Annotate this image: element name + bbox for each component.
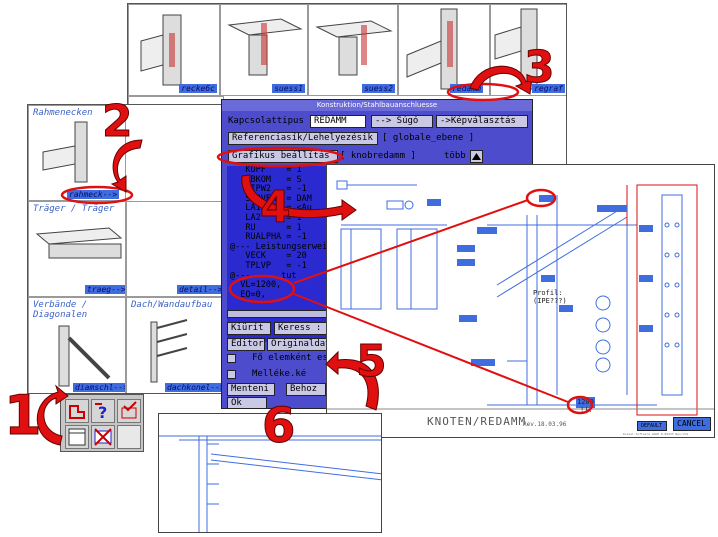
category-title: Rahmenecken (33, 108, 93, 118)
traeg-label[interactable]: traeg--> (85, 285, 126, 294)
category-thumbnail (42, 121, 88, 183)
frame-corner-icon (69, 405, 85, 419)
melleke-label: Melléke.ké (252, 369, 307, 379)
detail-label[interactable]: detail--> (177, 285, 223, 294)
check-tool[interactable] (117, 399, 141, 423)
keress-button[interactable]: Keress : (274, 322, 328, 335)
kapcsolattipus-field[interactable]: REDAMM (310, 115, 366, 128)
gallery-cell-redamm[interactable]: redamm (398, 4, 490, 96)
help-question-icon: ? (95, 403, 107, 422)
kepvalasztas-button[interactable]: ->Képválasztás (436, 115, 528, 128)
scroll-up-button[interactable] (470, 150, 483, 163)
category-thumbnail (150, 319, 188, 383)
delete-x-icon (94, 428, 112, 446)
knoten-drawing-window: Profil: (IPE???) 1200 !!! KNOTEN/REDAMM … (326, 164, 715, 438)
connection-thumbnail (315, 20, 393, 76)
category-cell-detail[interactable]: detail--> (126, 201, 223, 297)
svg-text:?: ? (98, 403, 107, 422)
category-thumbnail (35, 227, 123, 259)
sugo-button[interactable]: --> Súgó (371, 115, 433, 128)
category-cell-verbaende[interactable]: Verbände / Diagonalen diamschl--> (28, 297, 126, 393)
category-cell-traeger[interactable]: Träger / Träger traeg--> (28, 201, 126, 297)
triangle-up-icon (472, 153, 481, 160)
tobb-label: több (444, 151, 466, 161)
connection-thumbnail (227, 18, 303, 76)
callout-1: 1 (4, 384, 43, 447)
ok-button[interactable]: Ok (227, 397, 267, 408)
drawing-footer-rev: Rev.18.03.96 (523, 421, 567, 428)
toolbox-palette: ? (60, 394, 144, 452)
window-tool[interactable] (65, 425, 89, 449)
connection-thumbnail (406, 8, 458, 90)
delete-tool[interactable] (91, 425, 115, 449)
result-drawing (159, 435, 381, 532)
rahmeck-label[interactable]: rahmeck--> (67, 190, 120, 199)
empty-tool-slot (117, 425, 141, 449)
callout-3: 3 (524, 42, 556, 93)
gallery-cell-suess2[interactable]: suess2 (308, 4, 398, 96)
code-line: KOPF = 1 (230, 166, 302, 175)
frame-corner-tool[interactable] (65, 399, 89, 423)
cell-label: redamm (450, 84, 483, 93)
callout-5: 5 (356, 336, 388, 387)
gallery-cell-recke6c[interactable]: recke6c (128, 4, 220, 96)
cell-label: regraf (532, 84, 565, 93)
fo-elem-checkbox[interactable] (227, 354, 236, 363)
dachkonel-label[interactable]: dachkonel--> (165, 383, 222, 392)
window-icon (68, 428, 86, 446)
callout-2: 2 (102, 96, 134, 147)
connection-thumbnail (140, 14, 182, 86)
category-title: Verbände / Diagonalen (33, 300, 88, 320)
referenciasik-value: [ globale_ebene ] (382, 133, 475, 143)
check-icon (121, 401, 137, 419)
category-title: Träger / Träger (33, 204, 115, 214)
default-button[interactable]: DEFAULT (637, 421, 667, 431)
category-cell-dach[interactable]: Dach/Wandaufbau dachkonel--> (126, 297, 222, 393)
drawing-footer-title: KNOTEN/REDAMM (427, 415, 527, 428)
melleke-checkbox[interactable] (227, 370, 236, 379)
gallery-cell-suess1[interactable]: suess1 (220, 4, 308, 96)
category-thumbnail (58, 325, 111, 387)
diamschl-label[interactable]: diamschl--> (73, 383, 125, 392)
behoz-button[interactable]: Behoz (286, 383, 326, 396)
cell-label: recke6c (179, 84, 217, 93)
fo-elem-label: Fő elemként es (252, 353, 328, 363)
originaldate-button[interactable]: Originaldate (267, 338, 331, 351)
cancel-button[interactable]: CANCEL (673, 417, 711, 431)
help-tool[interactable]: ? (91, 399, 115, 423)
grafikus-beallitas-button[interactable]: Grafikus beállítás (228, 150, 338, 163)
cell-label: suess1 (272, 84, 305, 93)
callout-6: 6 (261, 398, 296, 454)
editor-button[interactable]: Editor (227, 338, 265, 351)
connection-drawing (327, 180, 714, 416)
category-gallery: Rahmenecken rahmeck--> Träger / Träger t… (27, 104, 223, 394)
copyright-text: Kiesel Software GmbH D-89233 Neu-Ulm (623, 432, 689, 436)
category-title: Dach/Wandaufbau (131, 300, 213, 310)
result-drawing-window (158, 413, 382, 533)
dialog-title: Konstruktion/Stahlbauanschluesse (222, 100, 532, 111)
profil-label: Profil: (IPE???) (533, 289, 567, 305)
kapcsolattipus-label: Kapcsolattipus (228, 116, 304, 126)
value-exclaim: !!! (580, 406, 593, 414)
code-line: @--- Leistungserwei (230, 241, 328, 252)
referenciasik-button[interactable]: Referenciasík/Lehelyezésik (228, 132, 378, 145)
callout-4: 4 (260, 182, 292, 233)
menteni-button[interactable]: Menteni (227, 383, 275, 396)
cell-label: suess2 (362, 84, 395, 93)
grafikus-value: [ knobredamm ] (340, 151, 416, 161)
kiurit-button[interactable]: Kiürít (227, 322, 271, 335)
